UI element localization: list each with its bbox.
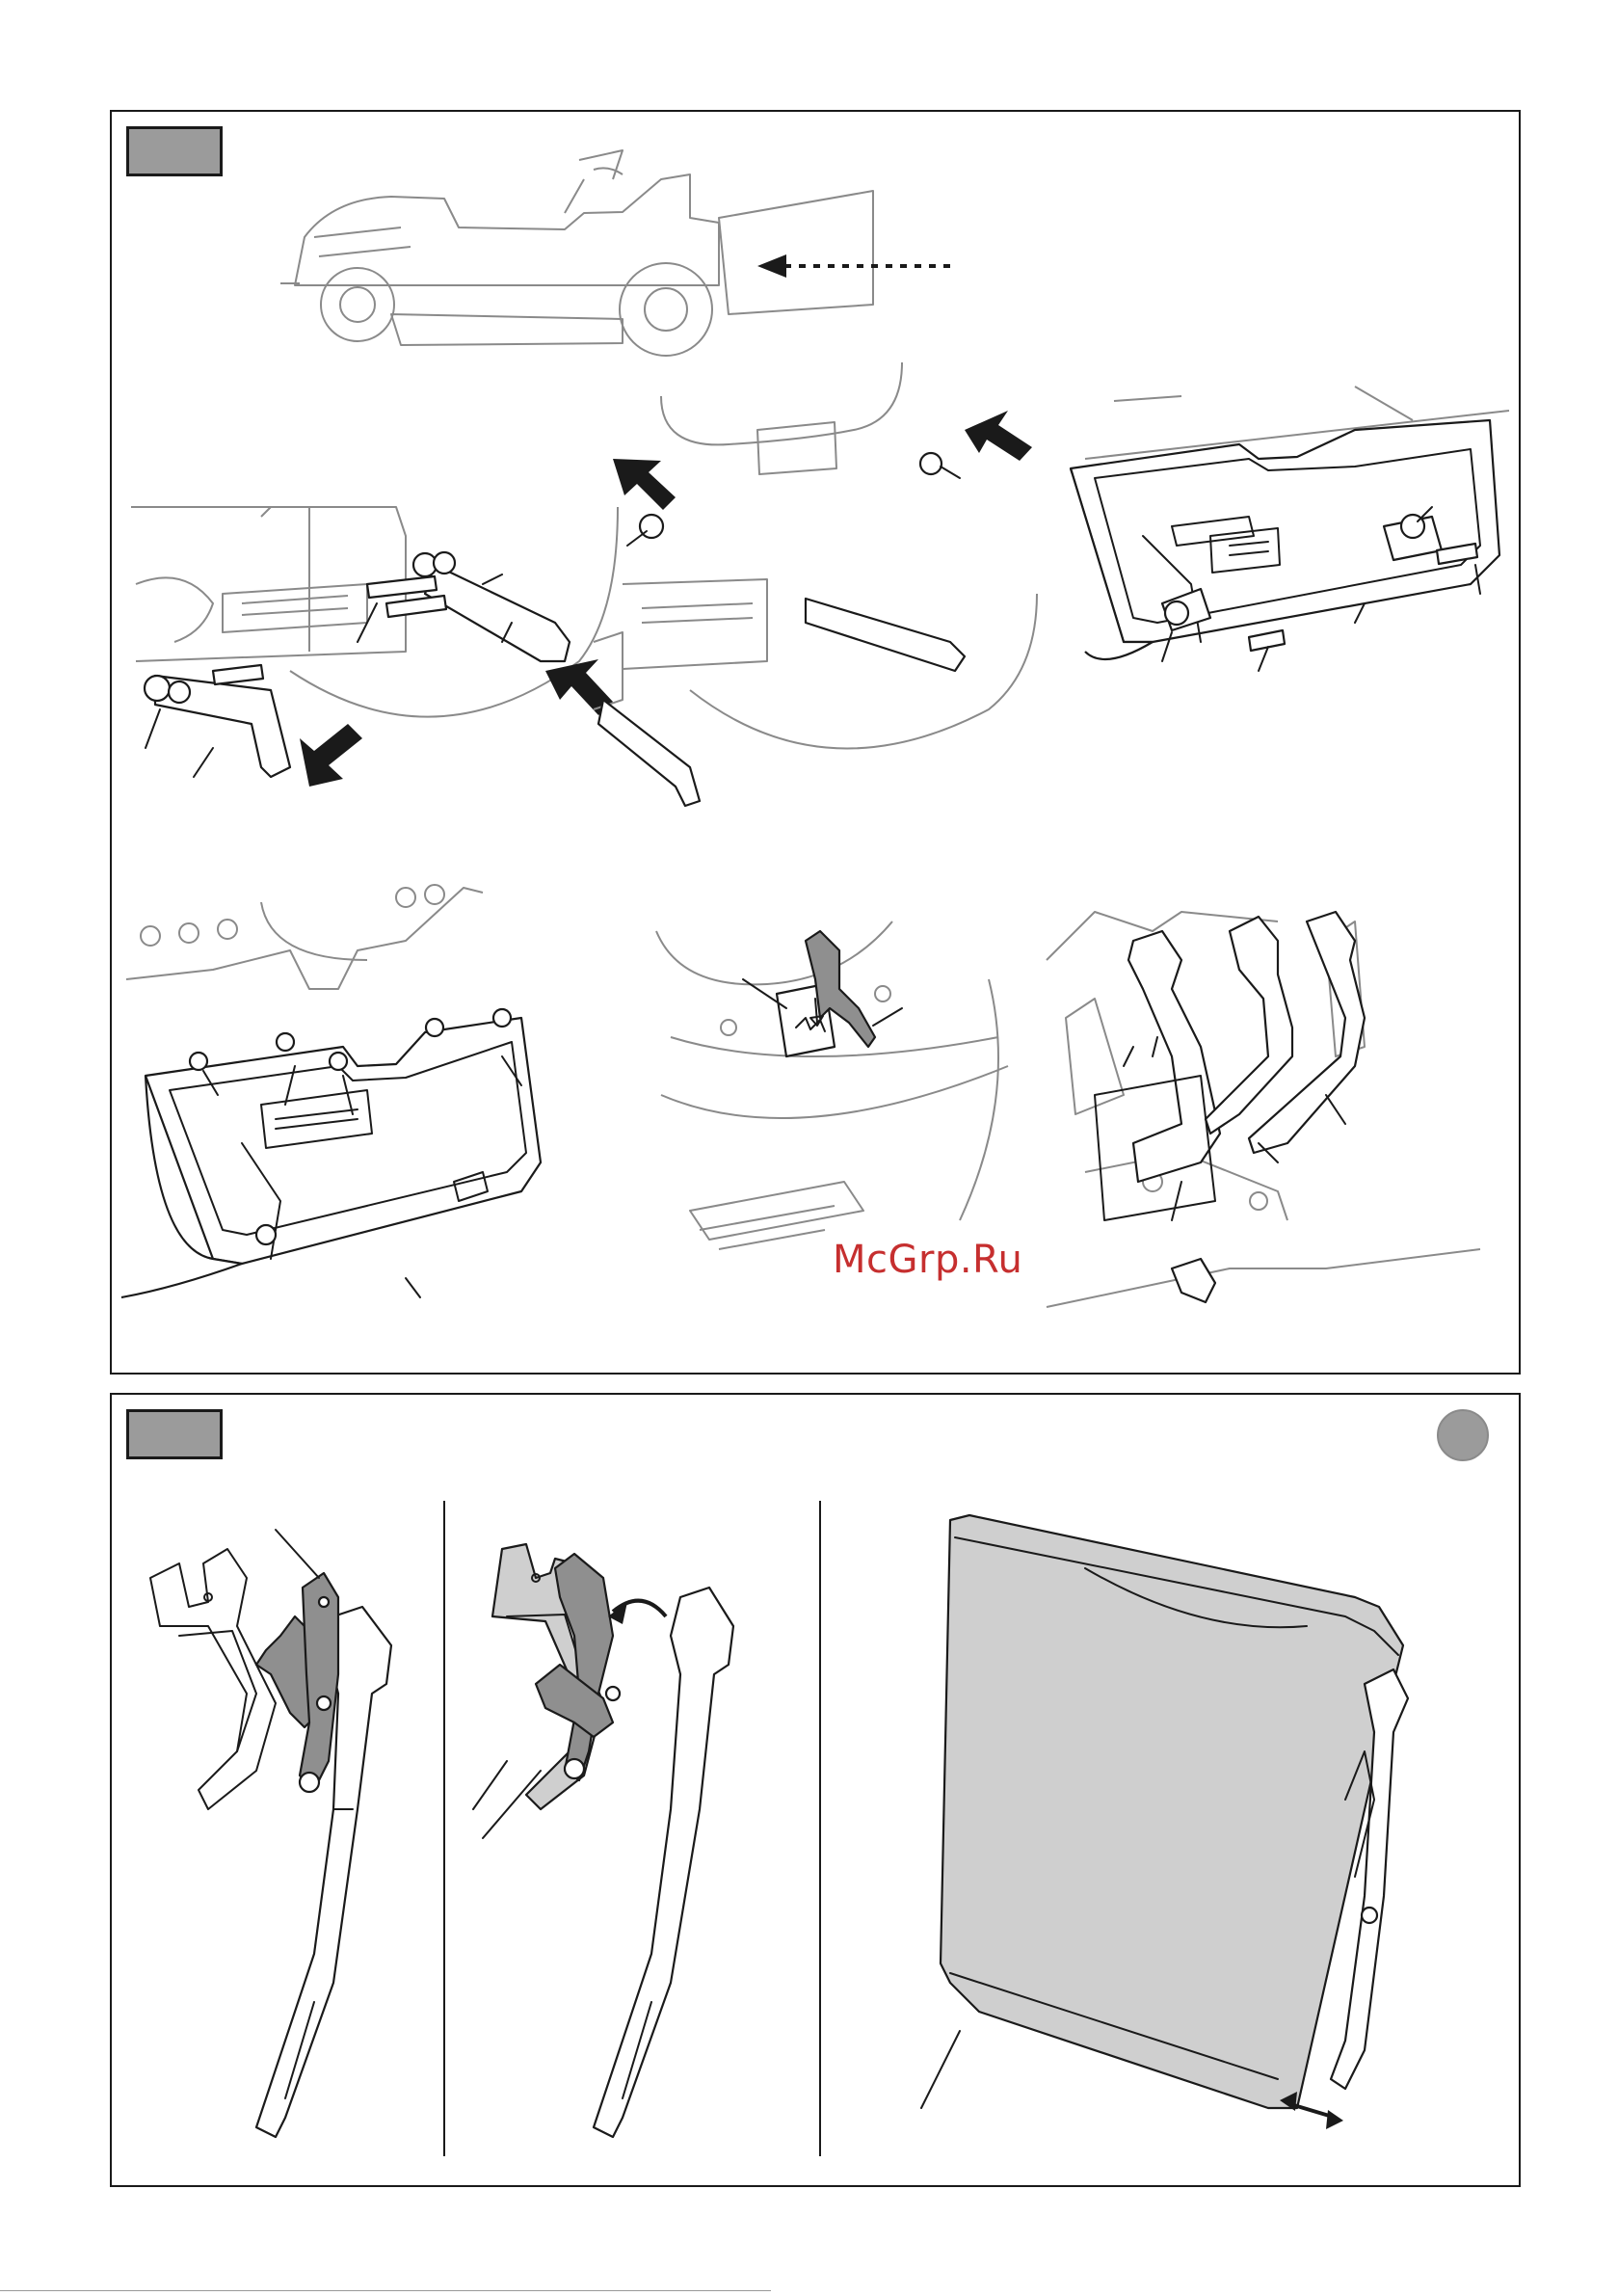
fig-hinge-plate (1066, 382, 1519, 825)
assembly-panel-1: McGrp.Ru (110, 110, 1521, 1375)
fig-grass-bag-mounted (892, 1510, 1490, 2166)
assembly-panel-2 (110, 1393, 1521, 2187)
divider-1 (443, 1501, 445, 2156)
fig-hook-closed (141, 1520, 430, 2176)
footer-rule (0, 2290, 771, 2291)
fig-frame-brackets (1037, 902, 1519, 1365)
step-badge-1 (126, 126, 223, 176)
info-circle-icon (1437, 1409, 1489, 1461)
fig-hook-open (468, 1520, 786, 2176)
step-badge-2 (126, 1409, 223, 1459)
divider-2 (819, 1501, 821, 2156)
fig-bracket-removal (117, 343, 637, 796)
fig-plate-installed (117, 873, 656, 1375)
watermark: McGrp.Ru (833, 1238, 1022, 1282)
tractor-illustration (276, 121, 989, 372)
fig-frame-mounting (584, 343, 1124, 825)
